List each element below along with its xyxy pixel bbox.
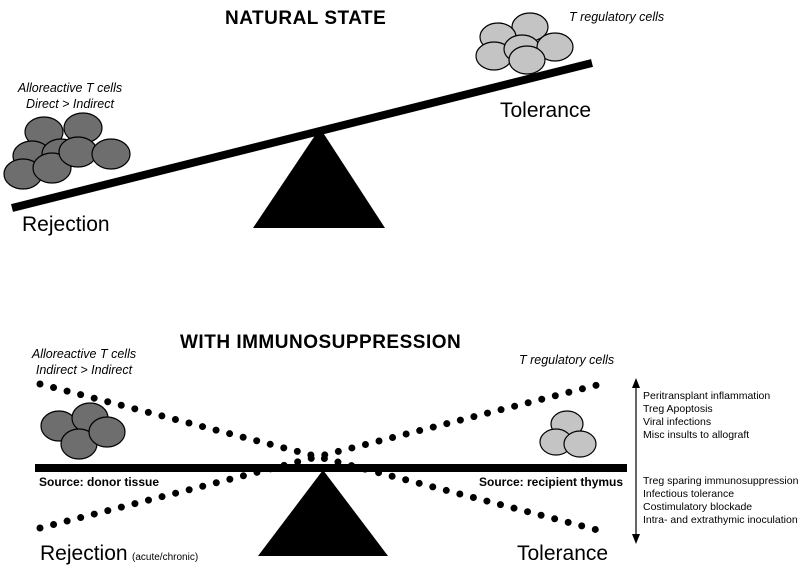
natural-alloreactive-label-line2: Direct > Indirect	[26, 97, 114, 111]
immuno-alloreactive-label: Alloreactive T cells Indirect > Indirect	[28, 346, 140, 378]
factor-thymic-inoculation: Intra- and extrathymic inoculation	[643, 514, 798, 526]
immuno-tolerance-label: Tolerance	[517, 542, 609, 565]
natural-fulcrum	[253, 128, 385, 228]
natural-treg-cells	[475, 12, 574, 75]
factors-double-arrow	[632, 378, 640, 544]
natural-alloreactive-cells	[3, 112, 131, 190]
downward-factors-list: Treg sparing immunosuppression Infectiou…	[643, 475, 798, 527]
immuno-alloreactive-label-line2: Indirect > Indirect	[35, 363, 133, 377]
factor-costimulatory-blockade: Costimulatory blockade	[643, 501, 753, 513]
immuno-rejection-group: Rejection (acute/chronic)	[40, 542, 198, 566]
natural-beam	[11, 59, 593, 212]
immuno-rejection-note: (acute/chronic)	[132, 552, 199, 563]
factor-treg-sparing-immunosuppression: Treg sparing immunosuppression	[643, 475, 799, 487]
immuno-title: WITH IMMUNOSUPPRESSION	[180, 332, 462, 353]
natural-alloreactive-label-line1: Alloreactive T cells	[17, 81, 123, 95]
natural-treg-label: T regulatory cells	[569, 10, 665, 24]
upward-factors-list: Peritransplant inflammation Treg Apoptos…	[643, 390, 770, 442]
immuno-fulcrum	[258, 470, 388, 556]
immuno-treg-cells	[539, 410, 597, 458]
donor-tissue-source: Source: donor tissue	[39, 475, 160, 489]
natural-rejection-label: Rejection	[22, 213, 110, 236]
natural-tolerance-label: Tolerance	[500, 99, 592, 122]
immuno-alloreactive-label-line1: Alloreactive T cells	[31, 347, 137, 361]
factor-infectious-tolerance: Infectious tolerance	[643, 488, 735, 500]
dotted-tilt-toward-rejection	[36, 379, 609, 532]
immuno-rejection-label: Rejection	[40, 542, 128, 565]
natural-state-title: NATURAL STATE	[225, 8, 387, 29]
factor-viral-infections: Viral infections	[643, 416, 712, 428]
factor-treg-apoptosis: Treg Apoptosis	[643, 403, 713, 415]
factor-misc-insults: Misc insults to allograft	[643, 429, 750, 441]
immuno-alloreactive-cells	[40, 402, 126, 460]
dotted-tilt-toward-tolerance	[36, 380, 609, 536]
natural-alloreactive-label: Alloreactive T cells Direct > Indirect	[10, 80, 130, 112]
factor-peritransplant-inflammation: Peritransplant inflammation	[643, 390, 771, 402]
immuno-treg-label: T regulatory cells	[519, 353, 615, 367]
recipient-thymus-source: Source: recipient thymus	[479, 475, 624, 489]
